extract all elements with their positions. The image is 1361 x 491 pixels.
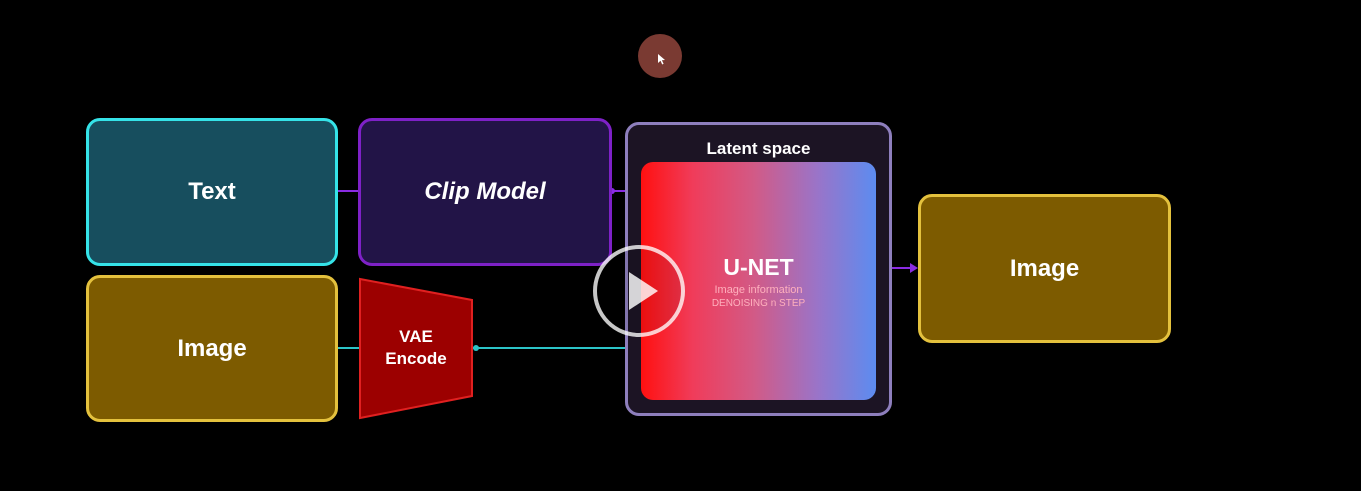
clip-model-label: Clip Model: [424, 178, 546, 205]
image-output-node: Image: [918, 194, 1171, 343]
vae-encode-line2: Encode: [385, 349, 447, 368]
clip-model-node: Clip Model: [358, 118, 612, 266]
play-button[interactable]: [592, 244, 686, 338]
cursor-icon: [658, 54, 665, 65]
unet-title: U-NET: [723, 254, 794, 280]
image-output-label: Image: [1009, 254, 1080, 282]
unet-subtitle-2: DENOISING n STEP: [711, 298, 806, 309]
arrowhead-unet-output: [910, 263, 918, 273]
unet-node: U-NET Image information DENOISING n STEP: [641, 162, 876, 400]
unet-subtitle-1: Image information: [714, 284, 803, 296]
text-node-label: Text: [188, 178, 236, 205]
vae-encode-shape: [359, 277, 473, 420]
play-icon: [629, 272, 658, 310]
image-input-node: Image: [86, 275, 338, 422]
vae-encode-label: VAE Encode: [360, 326, 472, 370]
image-input-label: Image: [177, 334, 247, 362]
connector-vae-dot: [473, 345, 479, 351]
vae-encode-line1: VAE: [399, 327, 433, 346]
text-node: Text: [86, 118, 338, 266]
latent-space-label: Latent space: [706, 139, 811, 158]
